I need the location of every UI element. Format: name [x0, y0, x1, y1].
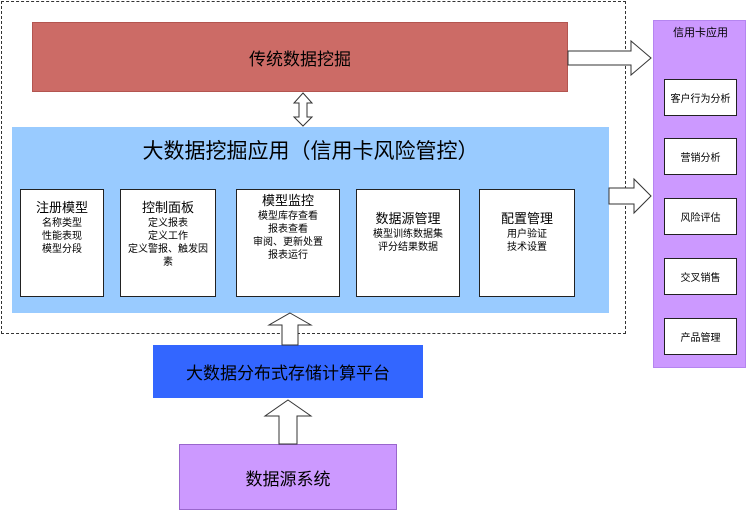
up-arrow-icon	[267, 312, 313, 346]
module-line: 定义警报、触发因	[128, 244, 208, 255]
right-arrow-icon	[567, 39, 652, 77]
app-item-cross-selling: 交叉销售	[664, 258, 737, 295]
up-arrow-icon	[263, 399, 313, 445]
module-line: 用户验证	[507, 229, 547, 240]
module-data-source-management: 数据源管理 模型训练数据集 评分结果数据	[356, 189, 460, 297]
dashed-boundary	[1, 1, 626, 334]
right-arrow-icon	[608, 177, 652, 215]
app-item-product-management: 产品管理	[664, 318, 737, 355]
module-title: 注册模型	[35, 201, 88, 216]
module-line: 名称类型	[42, 218, 82, 229]
app-item-marketing: 营销分析	[664, 138, 737, 175]
module-line: 定义工作	[148, 231, 188, 242]
traditional-mining-label: 传统数据挖掘	[249, 49, 351, 70]
module-line: 评分结果数据	[378, 242, 438, 253]
module-line: 素	[163, 257, 173, 268]
module-line: 审阅、更新处置	[253, 237, 323, 248]
double-arrow-icon	[292, 92, 314, 127]
module-line: 模型训练数据集	[373, 229, 443, 240]
traditional-mining-box: 传统数据挖掘	[32, 22, 568, 92]
module-line: 模型库存查看	[258, 211, 318, 222]
module-line: 报表运行	[268, 250, 308, 261]
module-line: 报表查看	[268, 224, 308, 235]
distributed-platform-box: 大数据分布式存储计算平台	[153, 345, 423, 398]
module-title: 数据源管理	[375, 212, 441, 227]
credit-card-app-panel: 信用卡应用 客户行为分析 营销分析 风险评估 交叉销售 产品管理	[653, 20, 746, 368]
app-item-risk-assessment: 风险评估	[664, 198, 737, 235]
module-control-panel: 控制面板 定义报表 定义工作 定义警报、触发因 素	[120, 189, 216, 297]
credit-card-app-title: 信用卡应用	[673, 26, 728, 39]
bigdata-app-title: 大数据挖掘应用（信用卡风险管控）	[142, 139, 479, 163]
platform-label: 大数据分布式存储计算平台	[186, 364, 390, 384]
bigdata-app-panel: 大数据挖掘应用（信用卡风险管控） 注册模型 名称类型 性能表现 模型分段 控制面…	[12, 127, 609, 313]
module-register-model: 注册模型 名称类型 性能表现 模型分段	[20, 189, 104, 297]
app-item-customer-behavior: 客户行为分析	[664, 79, 737, 116]
module-line: 定义报表	[148, 218, 188, 229]
module-title: 模型监控	[261, 194, 314, 209]
module-line: 技术设置	[507, 242, 547, 253]
module-model-monitoring: 模型监控 模型库存查看 报表查看 审阅、更新处置 报表运行	[236, 189, 340, 297]
data-source-label: 数据源系统	[245, 469, 331, 490]
module-line: 模型分段	[42, 244, 82, 255]
module-line: 性能表现	[42, 231, 82, 242]
module-title: 控制面板	[141, 201, 194, 216]
module-title: 配置管理	[500, 212, 553, 227]
module-configuration-management: 配置管理 用户验证 技术设置	[479, 189, 575, 297]
